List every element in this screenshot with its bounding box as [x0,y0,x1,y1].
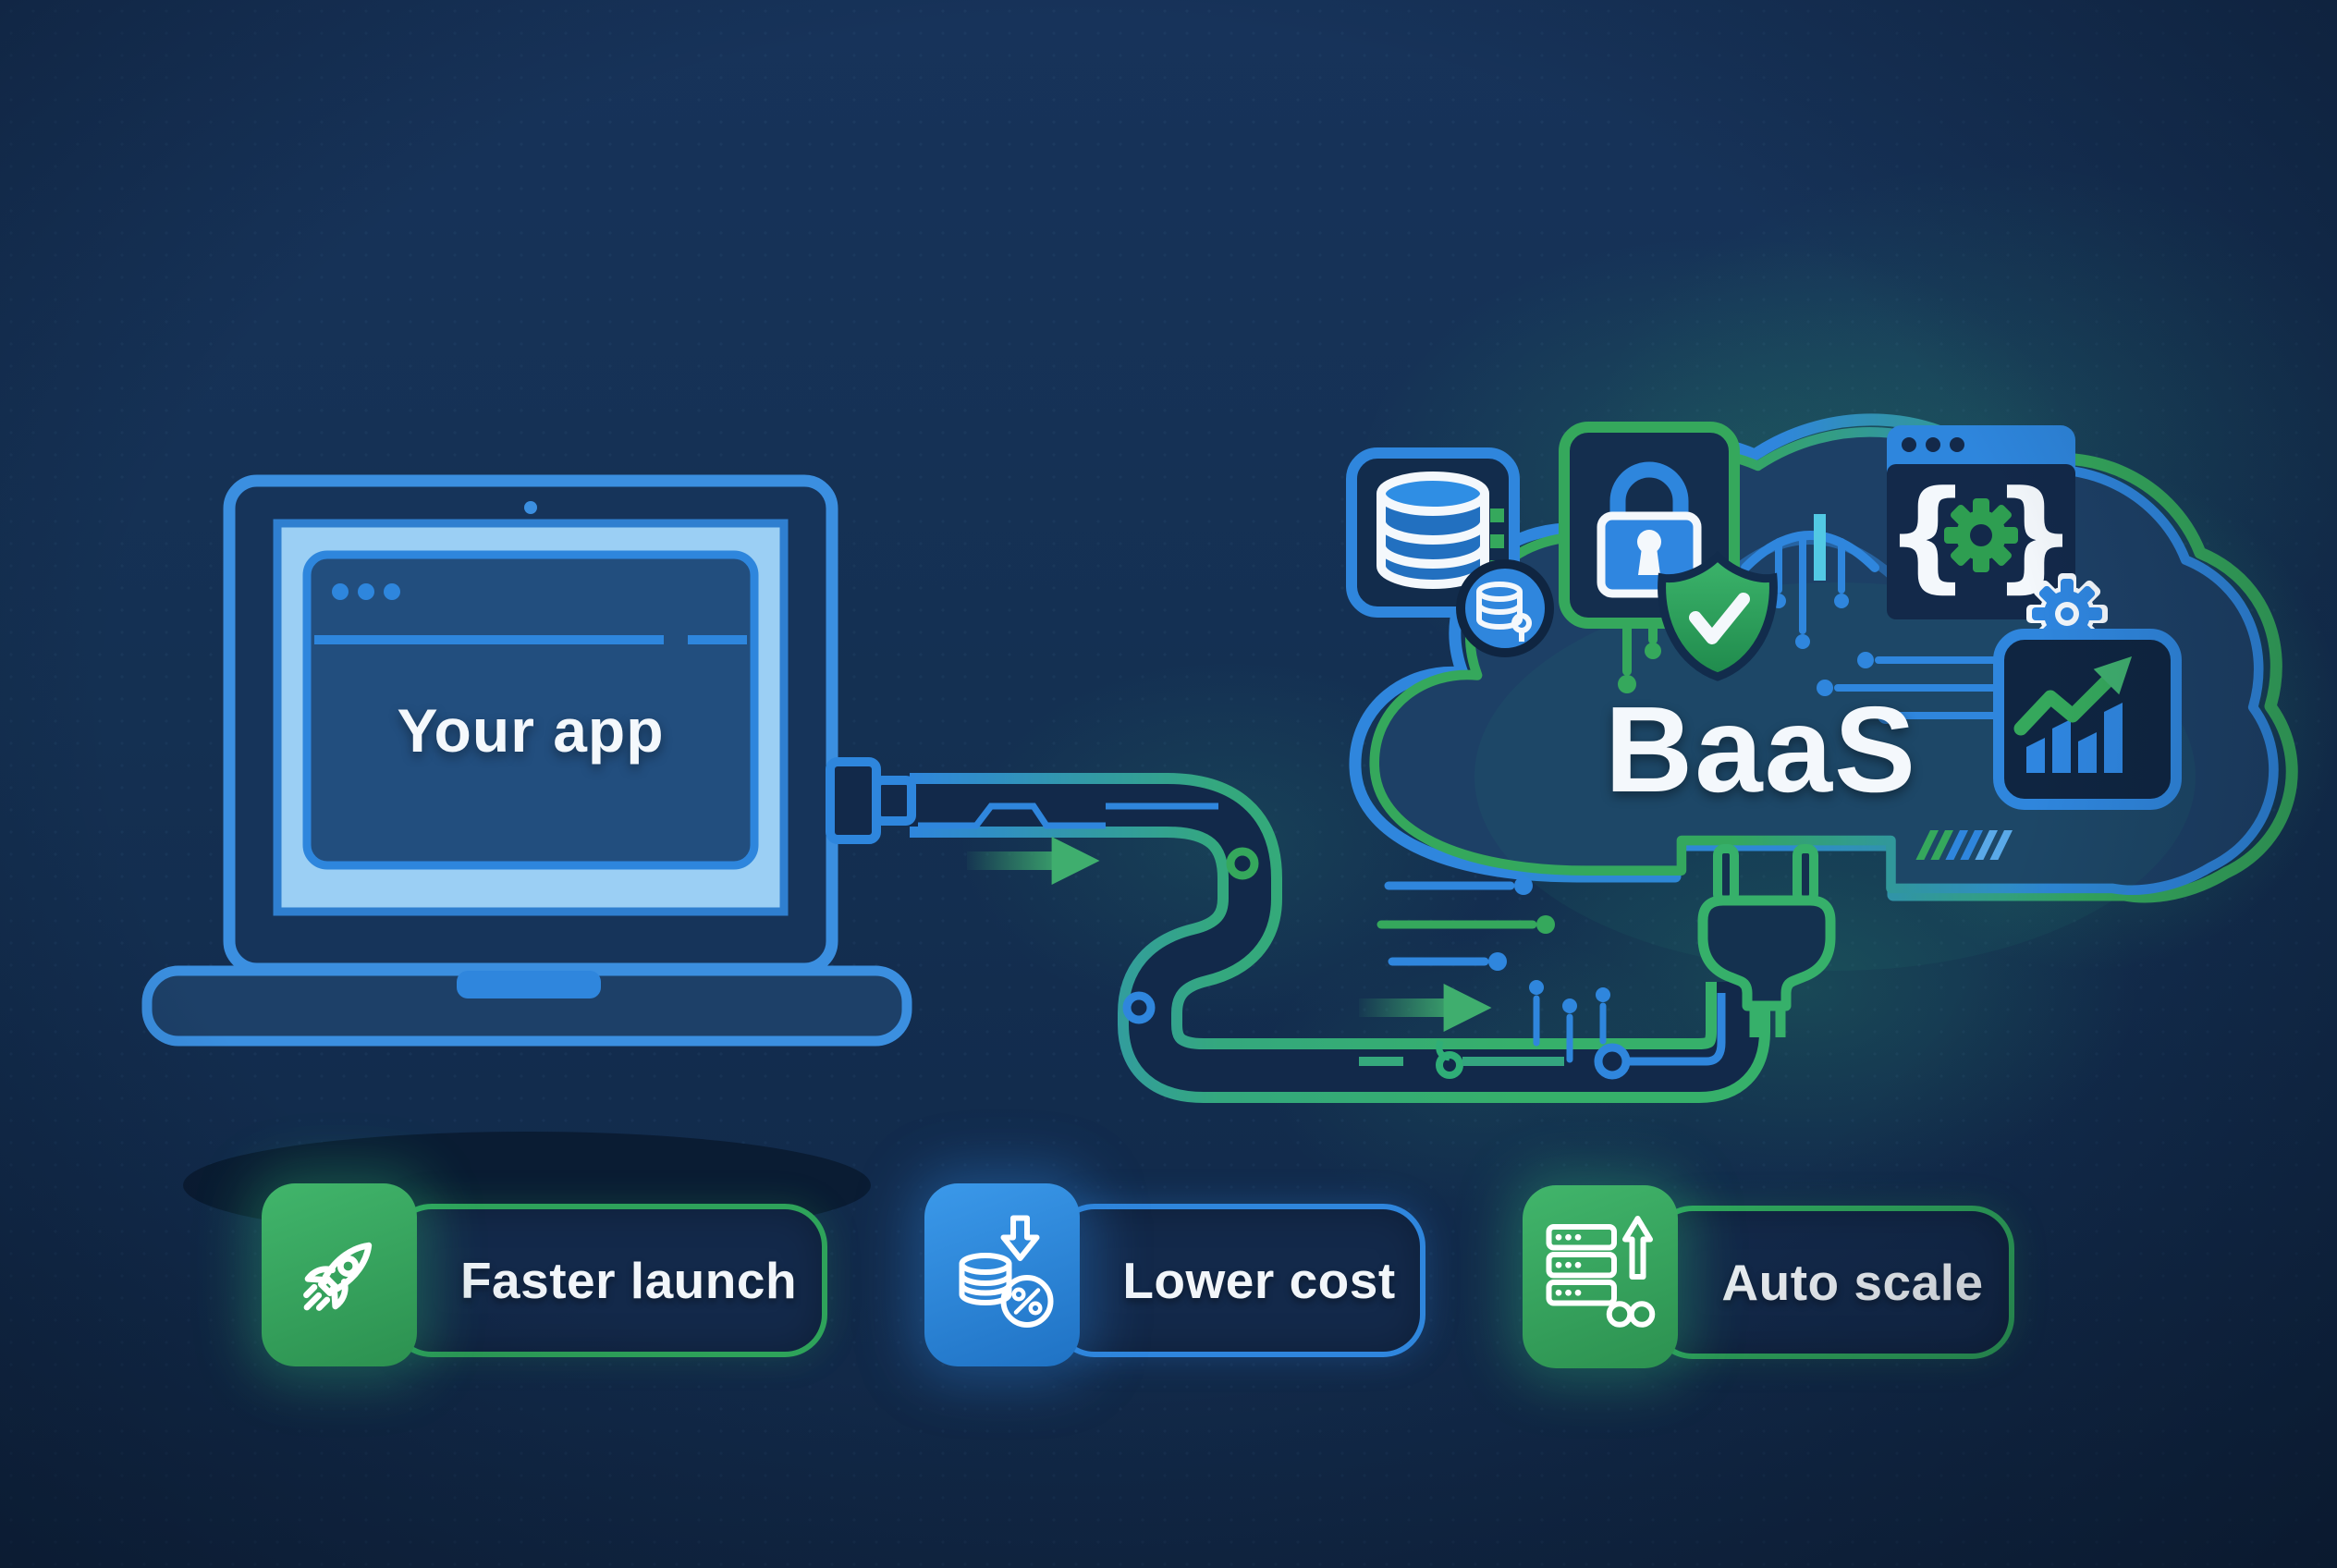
badge-pill: Lower cost [1052,1204,1425,1357]
laptop-base [141,965,912,1047]
lower-cost-icon [924,1183,1080,1366]
trackpad-notch [457,971,601,998]
badge-lower-cost: Lower cost [924,1183,1535,1368]
badge-faster-launch: Faster launch [262,1183,872,1368]
badge-label: Auto scale [1721,1254,1984,1311]
auto-scale-icon [1523,1185,1678,1368]
your-app-label: Your app [397,696,665,765]
cable-node [1122,991,1156,1024]
database-search-badge-icon [1456,559,1554,657]
badge-label: Lower cost [1122,1252,1396,1309]
badge-pill: Auto scale [1650,1206,2014,1359]
badge-pill: Faster launch [389,1204,827,1357]
badge-label: Faster launch [459,1252,798,1309]
code-gear [1944,498,2018,572]
rocket-icon [262,1183,417,1366]
baas-label: BaaS [1604,680,1918,817]
cable-node [1226,847,1259,880]
cable-connector [826,757,916,844]
badge-auto-scale: Auto scale [1523,1185,2133,1370]
webcam-dot [524,501,537,514]
